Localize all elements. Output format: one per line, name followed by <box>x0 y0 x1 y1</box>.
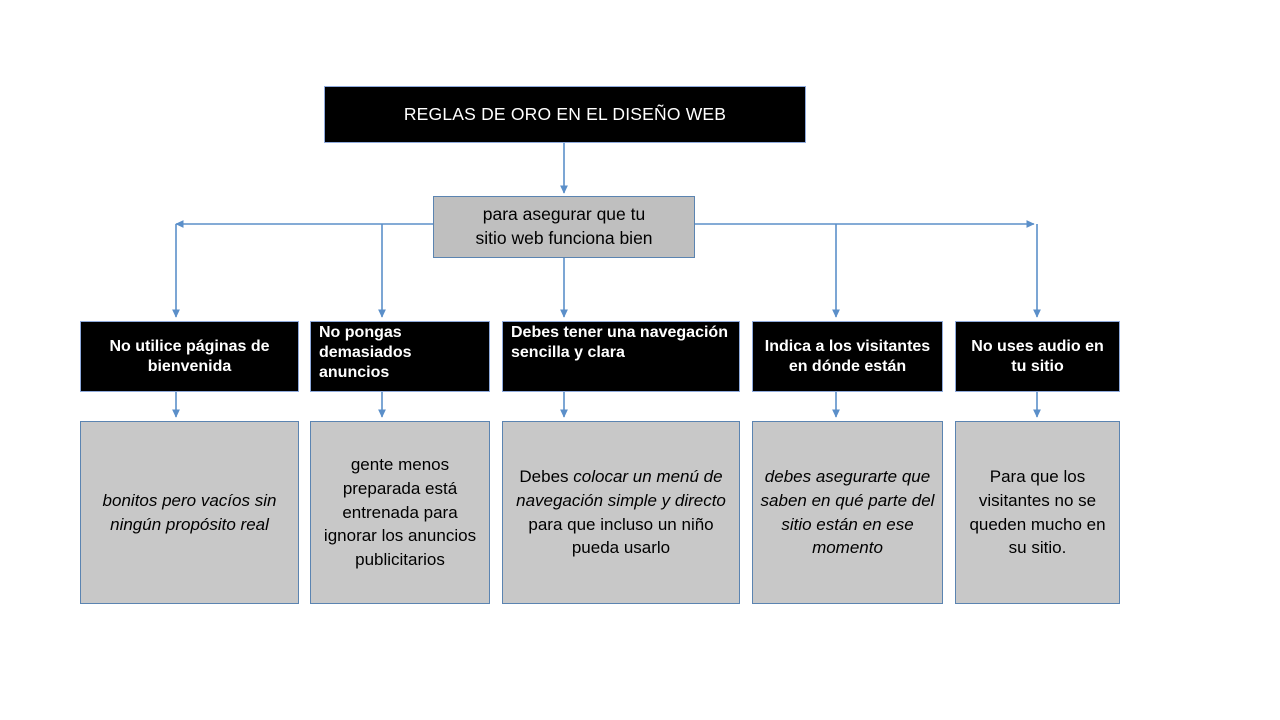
detail-text-3: Debes colocar un menú de navegación simp… <box>516 466 726 558</box>
detail-box-2: gente menos preparada está entrenada par… <box>310 421 490 604</box>
rule-label-5: No uses audio en tu sitio <box>971 337 1104 375</box>
detail-box-4: debes asegurarte que saben en qué parte … <box>752 421 943 604</box>
subtitle-line-1: para asegurar que tu <box>482 204 646 225</box>
rule-box-2: No pongas demasiados anuncios <box>310 321 490 392</box>
rule-box-1: No utilice páginas de bienvenida <box>80 321 299 392</box>
detail-text-4: debes asegurarte que saben en qué parte … <box>760 466 935 558</box>
detail-text-1: bonitos pero vacíos sin ningún propósito… <box>102 490 277 534</box>
rule-label-2: No pongas demasiados anuncios <box>319 324 412 381</box>
detail-box-1: bonitos pero vacíos sin ningún propósito… <box>80 421 299 604</box>
diagram-subtitle-box: para asegurar que tu sitio web funciona … <box>433 196 695 258</box>
detail-box-5: Para que los visitantes no se queden muc… <box>955 421 1120 604</box>
diagram-title-text: REGLAS DE ORO EN EL DISEÑO WEB <box>403 104 727 125</box>
rule-label-1: No utilice páginas de bienvenida <box>109 337 270 375</box>
rule-label-3: Debes tener una navegación sencilla y cl… <box>511 324 728 361</box>
rule-box-5: No uses audio en tu sitio <box>955 321 1120 392</box>
detail-text-2: gente menos preparada está entrenada par… <box>323 455 477 570</box>
rule-label-4: Indica a los visitantes en dónde están <box>764 337 931 375</box>
diagram-subtitle-text: para asegurar que tu sitio web funciona … <box>475 203 652 250</box>
rule-box-4: Indica a los visitantes en dónde están <box>752 321 943 392</box>
diagram-title-box: REGLAS DE ORO EN EL DISEÑO WEB <box>324 86 806 143</box>
detail-box-3: Debes colocar un menú de navegación simp… <box>502 421 740 604</box>
detail-text-5: Para que los visitantes no se queden muc… <box>969 466 1106 558</box>
subtitle-line-2: sitio web funciona bien <box>475 228 653 248</box>
rule-box-3: Debes tener una navegación sencilla y cl… <box>502 321 740 392</box>
